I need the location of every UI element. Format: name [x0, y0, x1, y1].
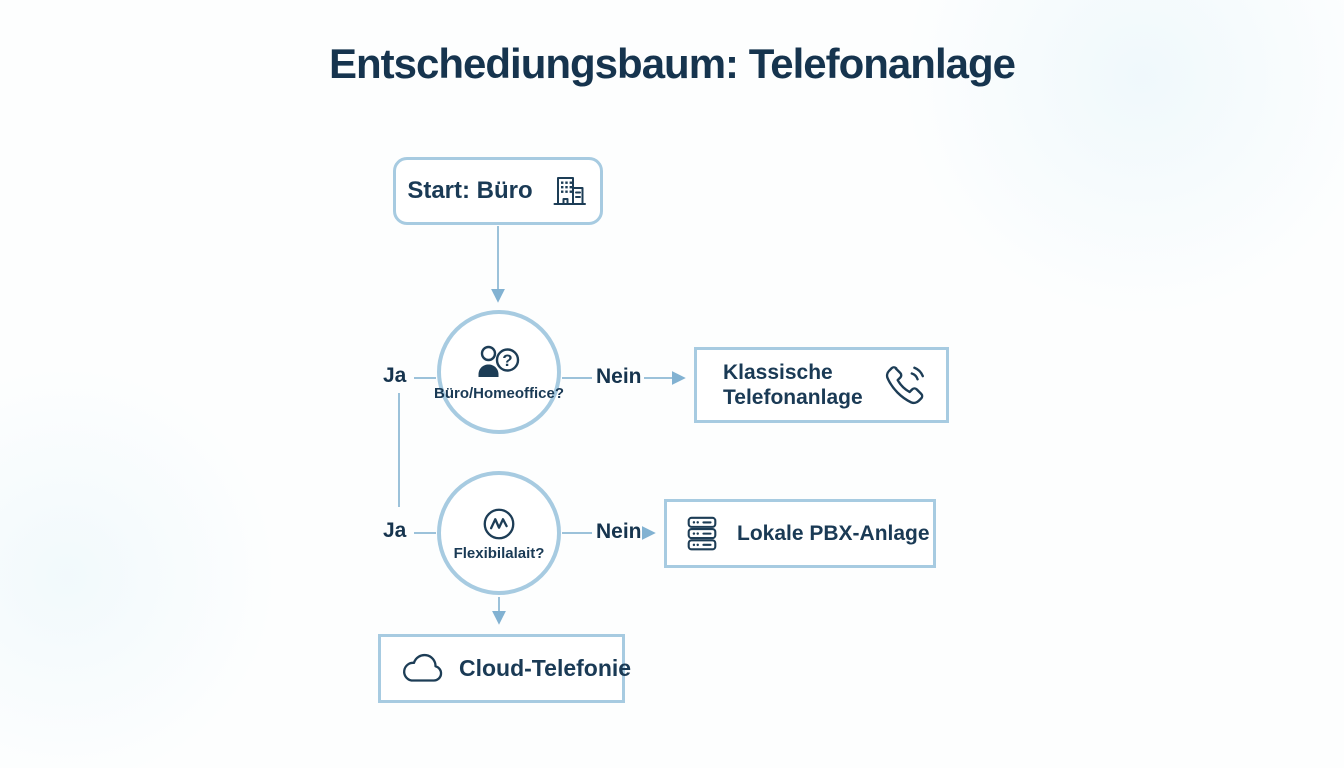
outcome-classic-node: Klassische Telefonanlage: [694, 347, 949, 423]
decision-flexibility-node: Flexibilalait?: [437, 471, 561, 595]
edge-label-flexibility-nein: Nein: [596, 520, 642, 543]
edge-label-location-ja: Ja: [383, 364, 407, 387]
decision-flexibility-label: Flexibilalait?: [453, 544, 545, 562]
start-node-label: Start: Büro: [407, 177, 533, 204]
outcome-pbx-node: Lokale PBX-Anlage: [664, 499, 936, 568]
edge-label-flexibility-ja: Ja: [383, 519, 407, 542]
cloud-icon: [399, 652, 445, 686]
wave-circle-icon: [480, 505, 518, 543]
start-node: Start: Büro: [393, 157, 603, 225]
page-title: Entschediungsbaum: Telefonanlage: [329, 40, 1016, 87]
edge-label-location-nein: Nein: [596, 365, 642, 388]
outcome-pbx-label: Lokale PBX-Anlage: [737, 521, 930, 545]
office-building-icon: [549, 171, 589, 211]
server-rack-icon: [683, 513, 721, 555]
phone-handset-icon: [882, 362, 928, 408]
question-mark-glyph: ?: [502, 351, 512, 370]
decision-location-node: ? Büro/Homeoffice?: [434, 310, 565, 434]
decision-location-label: Büro/Homeoffice?: [434, 384, 565, 402]
outcome-cloud-label: Cloud-Telefonie: [459, 655, 632, 681]
outcome-cloud-node: Cloud-Telefonie: [378, 634, 631, 703]
outcome-classic-label: Klassische Telefonanlage: [723, 360, 863, 409]
person-question-icon: ?: [473, 343, 525, 383]
